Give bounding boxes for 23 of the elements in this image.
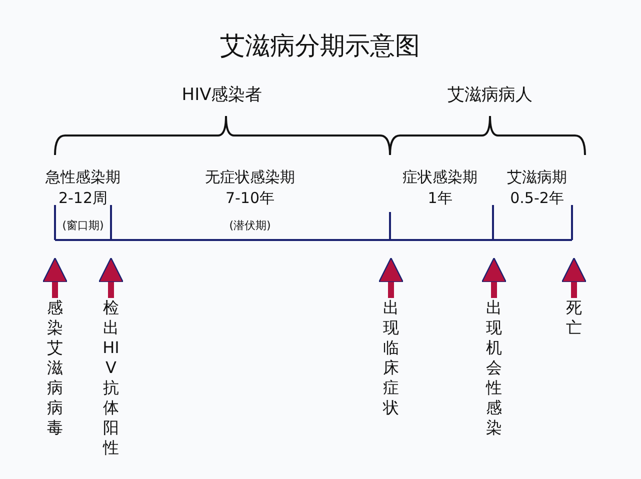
arrow	[561, 257, 587, 298]
arrow	[481, 257, 507, 298]
duration-label: 7-10年	[225, 190, 275, 206]
event-text: 检出HIV抗体阳性	[102, 298, 120, 458]
group-label: 艾滋病病人	[448, 86, 532, 105]
phase-label: 症状感染期	[402, 169, 478, 186]
arrow	[378, 257, 404, 298]
phase-label: 急性感染期	[46, 169, 120, 186]
event-text: 出现临床症状	[382, 298, 400, 418]
duration-label: 1年	[428, 190, 452, 206]
event-text: 感染艾滋病病毒	[46, 298, 64, 438]
event-text: 死亡	[566, 298, 582, 338]
phase-label: 无症状感染期	[205, 169, 295, 186]
arrow	[98, 257, 124, 298]
group-label: HIV感染者	[182, 86, 262, 105]
note-label: (潜伏期)	[229, 220, 271, 232]
phase-label: 艾滋病期	[507, 169, 567, 186]
arrow	[42, 257, 68, 298]
title: 艾滋病分期示意图	[220, 32, 420, 60]
duration-label: 0.5-2年	[510, 190, 564, 206]
event-text: 出现机会性感染	[486, 298, 502, 438]
duration-label: 2-12周	[58, 190, 108, 206]
note-label: (窗口期)	[62, 220, 104, 232]
